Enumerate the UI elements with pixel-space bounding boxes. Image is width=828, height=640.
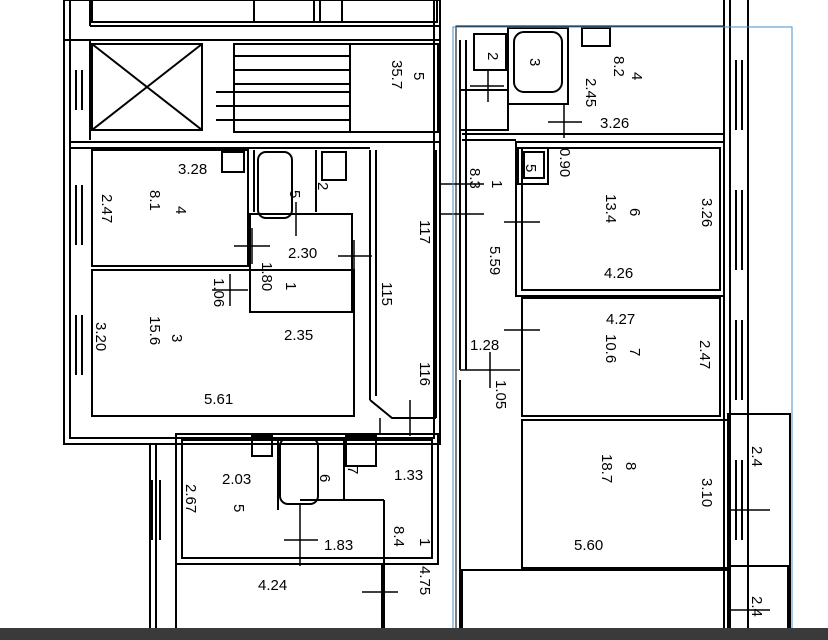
room4r-area: 8.2: [610, 56, 627, 77]
hall3-area: 8.3: [466, 168, 483, 189]
bath3-num: 3: [526, 58, 543, 66]
dim-180: 1.80: [258, 262, 275, 291]
door-markers: [212, 70, 770, 611]
dim-326-r6: 3.26: [698, 198, 715, 227]
room8-area: 18.7: [598, 454, 615, 483]
dim-245: 2.45: [582, 78, 599, 107]
bath-num: 5: [286, 190, 303, 198]
hall2-num: 1: [416, 538, 433, 546]
dim-230: 2.30: [288, 245, 317, 262]
wc-num: 2: [314, 182, 331, 190]
dim-424: 4.24: [258, 577, 287, 594]
stair-area: 35.7: [388, 60, 405, 89]
dim-105: 1.05: [492, 380, 509, 409]
room7-num: 7: [626, 348, 643, 356]
room6-num: 6: [626, 208, 643, 216]
selection-frame: [452, 26, 793, 640]
room4r-num: 4: [628, 72, 645, 80]
dim-090: 0.90: [556, 148, 573, 177]
room7-area: 10.6: [602, 334, 619, 363]
corr-117: 117: [416, 220, 433, 244]
dim-427: 4.27: [606, 311, 635, 328]
stair-num: 5: [410, 72, 427, 80]
corr-115: 115: [378, 282, 395, 306]
labels: 5 35.7 3.28 4 8.1 2.47 5 2 2.30 1 1.80 1…: [92, 52, 765, 617]
room8-num: 8: [622, 462, 639, 470]
corr-116: 116: [416, 362, 433, 386]
bath2-num: 6: [316, 474, 333, 482]
dim-310: 3.10: [698, 478, 715, 507]
dim-106: 1.06: [210, 278, 227, 307]
dim-128: 1.28: [470, 337, 499, 354]
dim-247-r7: 2.47: [696, 340, 713, 369]
hall-num: 1: [282, 282, 299, 290]
balcony-2: 2.4: [748, 596, 765, 617]
room4-area: 8.1: [146, 190, 163, 211]
bottom-bar: [0, 628, 828, 640]
dim-320: 3.20: [92, 322, 109, 351]
room3-num: 3: [168, 334, 185, 342]
wc3-num: 2: [484, 52, 501, 60]
dim-183: 1.83: [324, 537, 353, 554]
balcony-1: 2.4: [748, 446, 765, 467]
dim-133: 1.33: [394, 467, 423, 484]
dim-235: 2.35: [284, 327, 313, 344]
dim-247: 2.47: [98, 194, 115, 223]
dim-203: 2.03: [222, 471, 251, 488]
dim-267: 2.67: [182, 484, 199, 513]
room3-area: 15.6: [146, 316, 163, 345]
small-5: 5: [522, 164, 539, 172]
hall2-area: 8.4: [390, 526, 407, 547]
room6-area: 13.4: [602, 194, 619, 223]
walls: [63, 0, 791, 640]
room4-num: 4: [172, 206, 189, 214]
dim-326-top: 3.26: [600, 115, 629, 132]
dim-475: 4.75: [416, 566, 433, 595]
wc2-num: 7: [344, 466, 361, 474]
kitchen-num: 5: [230, 504, 247, 512]
dim-426: 4.26: [604, 265, 633, 282]
hall3-num: 1: [488, 180, 505, 188]
dim-561: 5.61: [204, 391, 233, 408]
dim-559: 5.59: [486, 246, 503, 275]
dim-560: 5.60: [574, 537, 603, 554]
dim-328: 3.28: [178, 161, 207, 178]
